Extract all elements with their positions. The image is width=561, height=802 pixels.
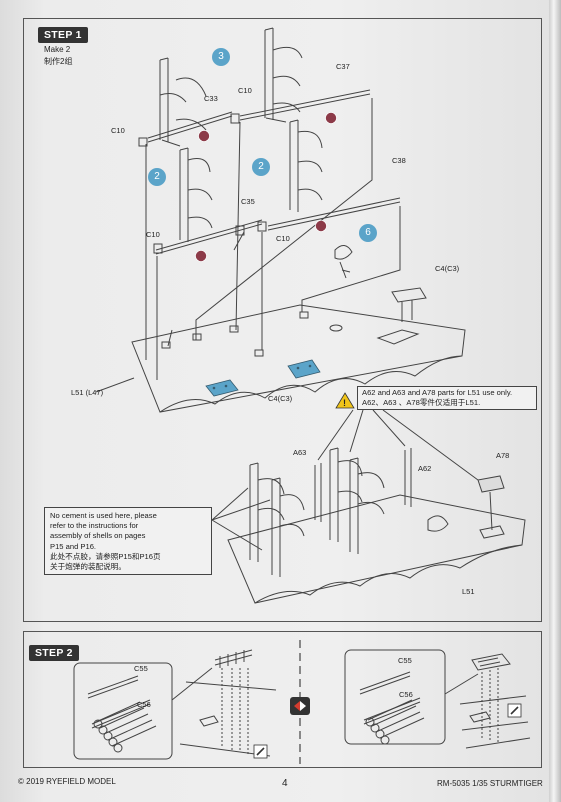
part-label-c56-right: C56: [399, 690, 413, 699]
part-label-c55-right: C55: [398, 656, 412, 665]
part-label-c10-mid: C10: [276, 234, 290, 243]
cement-note-line: No cement is used here, please: [50, 511, 157, 520]
cement-note-line-cn: 关于炮弹的装配说明。: [50, 562, 126, 572]
parts-usage-note-cn: A62、A63 、A78零件仅适用于L51.: [362, 398, 481, 408]
parts-usage-note-en: A62 and A63 and A78 parts for L51 use on…: [362, 388, 513, 397]
callout-bubble-2a: 2: [148, 168, 166, 186]
cement-note-line: refer to the instructions for: [50, 521, 139, 531]
cement-note-line: assembly of shells on pages: [50, 531, 146, 541]
cement-note-line: P15 and P16.: [50, 541, 97, 551]
svg-text:!: !: [343, 398, 346, 408]
step1-badge: STEP 1: [38, 27, 88, 43]
callout-bubble-3: 3: [212, 48, 230, 66]
make-count-label-cn: 制作2组: [44, 57, 73, 66]
part-label-c37: C37: [336, 62, 350, 71]
step2-badge: STEP 2: [29, 645, 79, 661]
step1-frame: [23, 18, 542, 622]
page-binding-edge: [549, 0, 561, 802]
part-label-c10-lower: C10: [146, 230, 160, 239]
callout-bubble-6: 6: [359, 224, 377, 242]
part-label-l51-l47: L51 (L47): [71, 388, 104, 397]
part-label-c35: C35: [241, 197, 255, 206]
make-count-label: Make 2: [44, 45, 71, 54]
part-label-a63: A63: [293, 448, 307, 457]
step2-frame: [23, 631, 542, 768]
part-label-a78: A78: [496, 451, 510, 460]
part-label-c4-right: C4(C3): [435, 264, 460, 273]
page-number: 4: [282, 778, 288, 789]
part-label-l51: L51: [462, 587, 475, 596]
parts-usage-note: A62 and A63 and A78 parts for L51 use on…: [357, 386, 537, 410]
part-label-c10-top: C10: [238, 86, 252, 95]
part-label-c38: C38: [392, 156, 406, 165]
model-code: RM-5035 1/35 STURMTIGER: [437, 779, 543, 788]
callout-bubble-2b: 2: [252, 158, 270, 176]
part-label-c55-left: C55: [134, 664, 148, 673]
cement-warning-note: No cement is used here, please refer to …: [44, 507, 212, 575]
part-label-a62: A62: [418, 464, 432, 473]
part-label-c56-left: C56: [137, 700, 151, 709]
part-label-c33: C33: [204, 94, 218, 103]
part-label-c4-bottom: C4(C3): [268, 394, 293, 403]
cement-note-line-cn: 此处不点胶，请参照P15和P16页: [50, 551, 161, 561]
part-label-c10-left: C10: [111, 126, 125, 135]
copyright-text: © 2019 RYEFIELD MODEL: [18, 777, 116, 786]
